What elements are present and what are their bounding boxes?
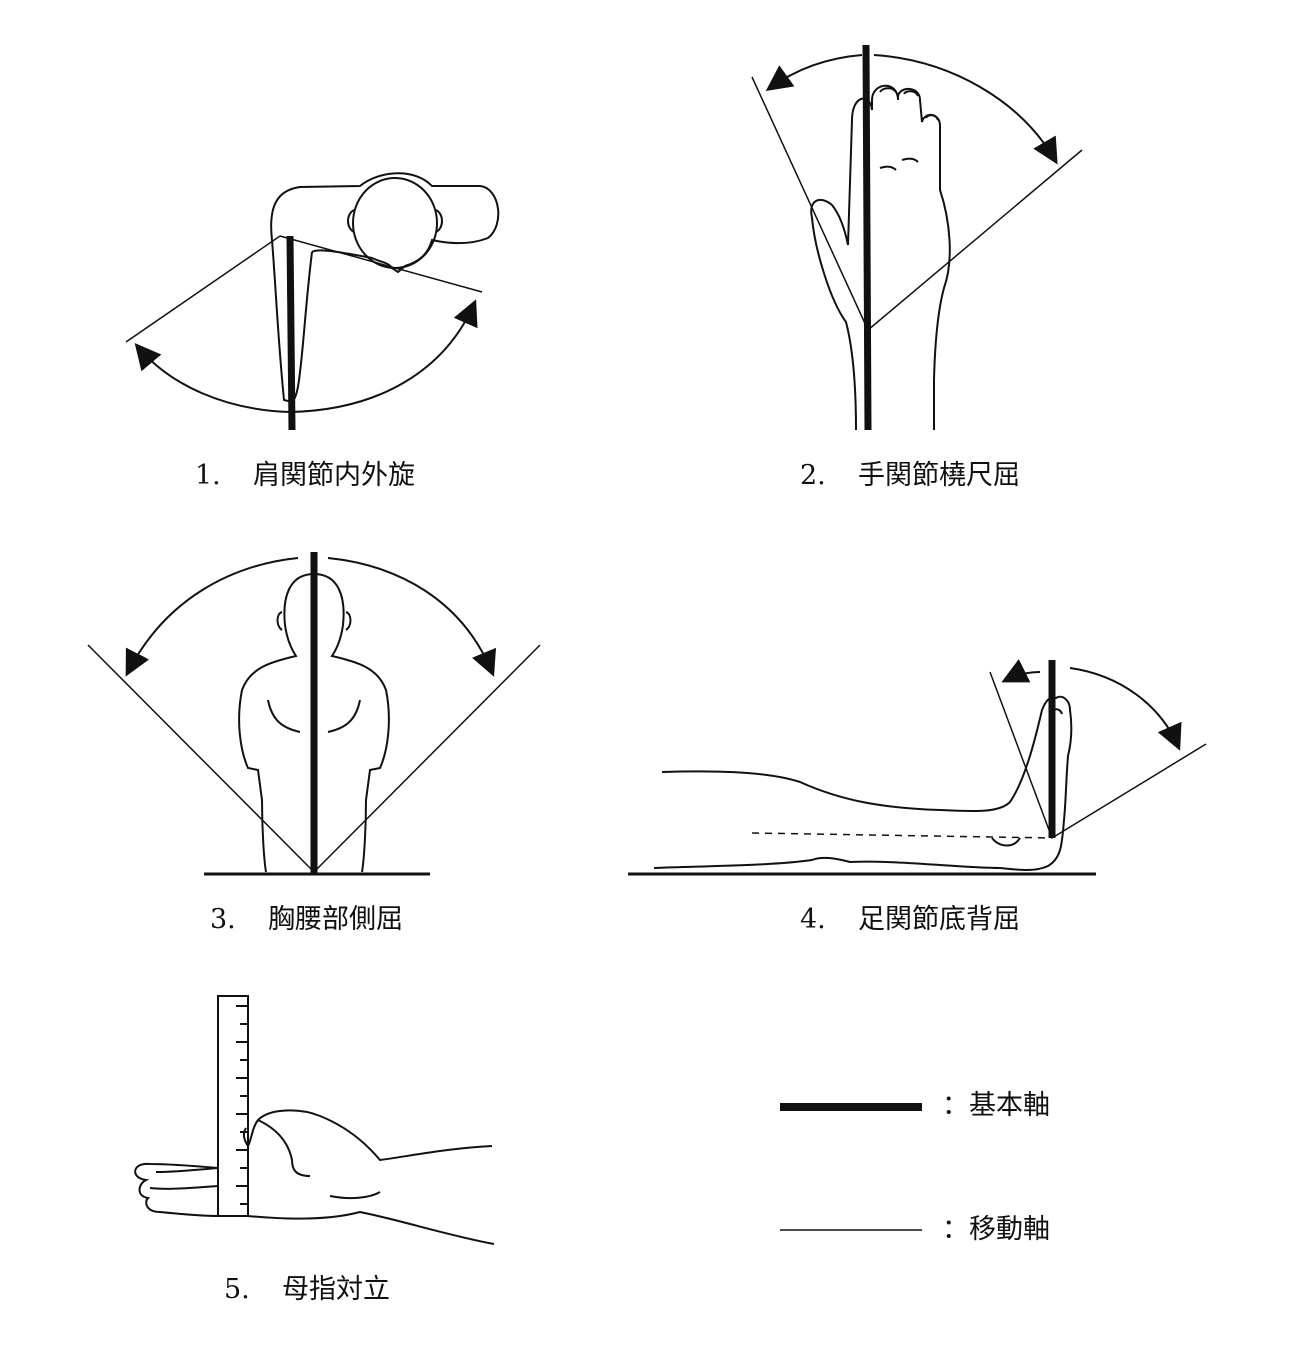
figure-2-wrist-deviation [752,45,1082,430]
figure-4-leg-outline [654,697,1071,870]
figure-3-moving-axis-right [314,645,540,872]
figure-2-moving-axis-right [868,150,1082,330]
figure-3-flexion-arc [125,558,298,677]
figure-5-label: 母指対立 [282,1274,390,1305]
figure-3-number: 3. [210,904,236,935]
legend-moving-axis-label: ：移動軸 [942,1214,1050,1245]
legend-basic-axis-label: ：基本軸 [942,1090,1050,1121]
figure-1-moving-axis-left [126,236,280,342]
figure-4-moving-axis-right [1052,744,1206,838]
figure-2-hand-outline [811,86,950,430]
figure-5-thumb-opposition [135,995,494,1244]
figure-2-basic-axis [866,45,868,430]
figure-3-trunk-lateral-flexion [88,552,540,874]
figure-5-number: 5. [224,1274,250,1305]
figure-4-label: 足関節底背屈 [858,904,1020,935]
figure-1-rotation-arc [134,343,290,412]
figure-4-number: 4. [800,904,826,935]
figure-2-moving-axis-left [752,77,868,330]
figure-5-ruler [217,995,249,1217]
figure-3-caption: 3. 胸腰部側屈 [210,906,403,933]
figure-1-shoulder-rotation [126,173,498,430]
figure-2-deviation-arc [765,55,862,92]
figure-3-moving-axis-left [88,645,314,872]
figure-4-reference-dashed-line [752,833,1052,838]
figure-4-ankle-flexion [628,659,1206,874]
figure-4-moving-axis-left [990,672,1052,838]
figure-2-caption: 2. 手関節橈尺屈 [800,462,1020,489]
figure-2-number: 2. [800,460,826,491]
figure-1-basic-axis [290,236,292,430]
figure-1-moving-axis-right [280,236,482,292]
figure-3-torso-outline [239,574,389,872]
figure-4-flexion-arc [1001,659,1040,683]
figure-1-label: 肩関節内外旋 [253,460,415,491]
figure-4-caption: 4. 足関節底背屈 [800,906,1020,933]
figure-5-hand-outline [135,1110,494,1244]
figure-5-caption: 5. 母指対立 [224,1276,390,1303]
figure-1-number: 1. [195,460,221,491]
figure-1-caption: 1. 肩関節内外旋 [195,462,415,489]
figure-3-label: 胸腰部側屈 [268,904,403,935]
figure-2-label: 手関節橈尺屈 [858,460,1020,491]
